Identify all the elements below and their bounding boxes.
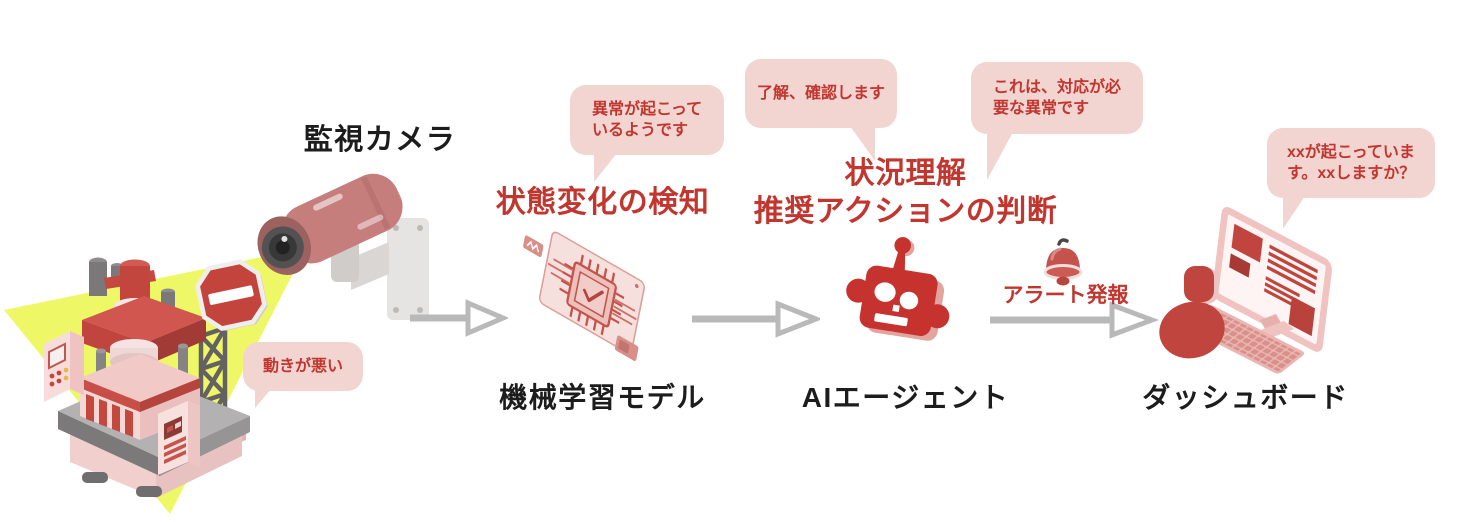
camera-speech-bubble: 動きが悪い — [243, 342, 364, 409]
camera-label: 監視カメラ — [303, 124, 457, 156]
dashboard-label: ダッシュボード — [1142, 382, 1349, 413]
ai-agent-heading: 状況理解 推奨アクションの判断 — [753, 157, 1058, 228]
arrow-right-icon — [692, 300, 820, 338]
robot-icon — [846, 237, 950, 341]
person-computer-icon — [1159, 207, 1332, 374]
cctv-camera-icon — [257, 173, 429, 320]
factory-press-icon — [44, 257, 250, 498]
stop-sign-icon — [195, 259, 268, 332]
ml-model-heading: 状態変化の検知 — [495, 186, 710, 219]
ai-agent-speech-bubble-left: 了解、確認します — [745, 59, 898, 162]
dashboard-speech-bubble: xxが起こっていま す。xxしますか？ — [1267, 128, 1436, 230]
ml-model-speech-bubble: 異常が起こって いるようです — [570, 85, 725, 183]
alert-label: アラート発報 — [1002, 284, 1129, 307]
ai-agent-label: AIエージェント — [801, 382, 1010, 413]
bell-icon — [1043, 238, 1083, 286]
ml-model-label: 機械学習モデル — [499, 382, 706, 413]
arrow-right-icon — [410, 299, 508, 337]
chip-icon — [523, 231, 645, 361]
arrow-right-icon — [990, 301, 1160, 339]
ai-agent-speech-bubble-right: これは、対応が必 要な異常です — [971, 62, 1144, 181]
